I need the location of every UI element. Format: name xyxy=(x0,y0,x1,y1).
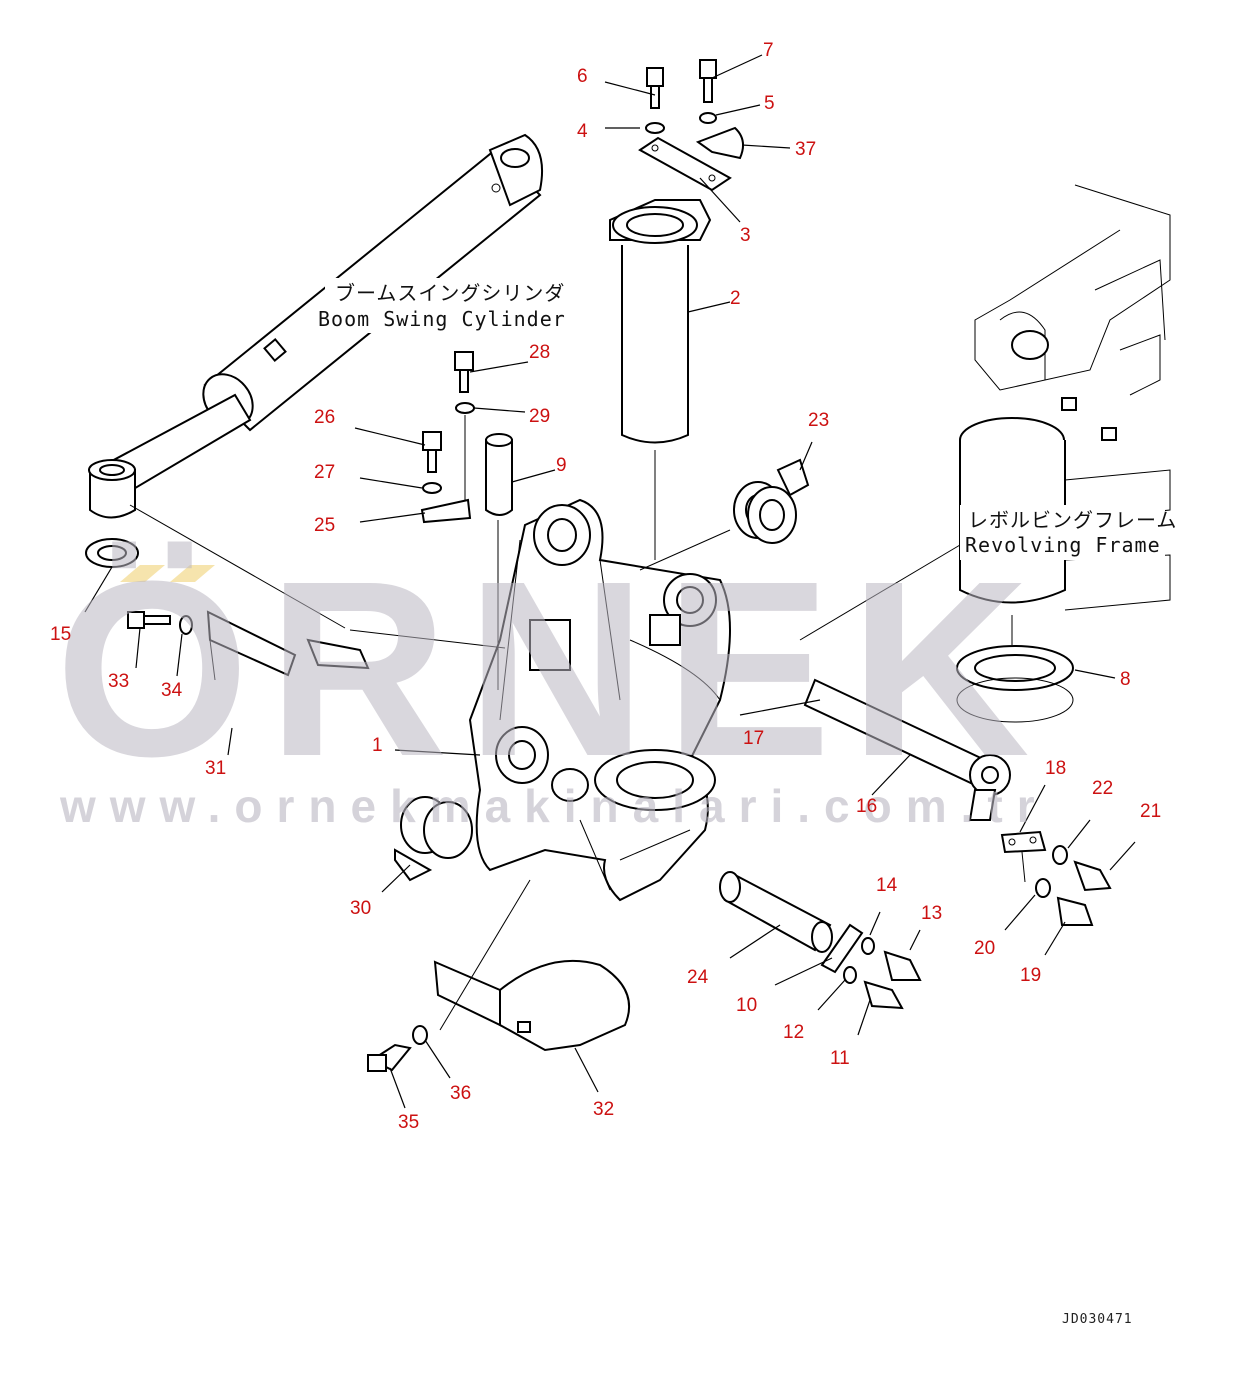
pin-part-24 xyxy=(719,871,922,1010)
callout-16[interactable]: 16 xyxy=(856,796,877,817)
callout-2[interactable]: 2 xyxy=(730,288,741,309)
callout-7[interactable]: 7 xyxy=(763,40,774,61)
callout-36[interactable]: 36 xyxy=(450,1083,471,1104)
callout-31[interactable]: 31 xyxy=(205,758,226,779)
watermark-brand: ÖRNEK xyxy=(55,529,1048,808)
callout-5[interactable]: 5 xyxy=(764,93,775,114)
callout-35[interactable]: 35 xyxy=(398,1112,419,1133)
leader-lines xyxy=(84,54,1136,1109)
side-hardware xyxy=(85,458,810,882)
revolving-frame-label-jp: レボルビングフレーム xyxy=(968,508,1177,532)
callout-22[interactable]: 22 xyxy=(1092,778,1113,799)
swing-bracket xyxy=(468,498,731,902)
callout-27[interactable]: 27 xyxy=(314,462,335,483)
callout-9[interactable]: 9 xyxy=(556,455,567,476)
callout-20[interactable]: 20 xyxy=(974,938,995,959)
mid-hardware xyxy=(420,351,513,524)
callout-6[interactable]: 6 xyxy=(577,66,588,87)
ring-part-8 xyxy=(956,645,1074,723)
callout-34[interactable]: 34 xyxy=(161,680,183,701)
watermark-url: www.ornekmakinalari.com.tr xyxy=(59,780,1049,832)
callout-23[interactable]: 23 xyxy=(808,410,829,431)
callout-17[interactable]: 17 xyxy=(743,728,764,749)
callout-25[interactable]: 25 xyxy=(314,515,335,536)
callout-19[interactable]: 19 xyxy=(1020,965,1041,986)
assembly-labels: ブームスイングシリンダ Boom Swing Cylinder レボルビングフレ… xyxy=(318,278,1177,560)
callout-37[interactable]: 37 xyxy=(795,139,816,160)
callout-14[interactable]: 14 xyxy=(876,875,898,896)
callout-4[interactable]: 4 xyxy=(577,121,588,142)
top-hardware xyxy=(638,59,745,192)
bushing-part-2 xyxy=(609,199,712,444)
callout-29[interactable]: 29 xyxy=(529,406,550,427)
revolving-frame-label-en: Revolving Frame xyxy=(965,533,1161,557)
callout-32[interactable]: 32 xyxy=(593,1099,614,1120)
callout-1[interactable]: 1 xyxy=(372,735,383,756)
watermark: ÖRNEK www.ornekmakinalari.com.tr xyxy=(55,529,1049,832)
drawing-code: JD030471 xyxy=(1062,1312,1133,1327)
callout-12[interactable]: 12 xyxy=(783,1022,804,1043)
right-hardware xyxy=(1000,830,1112,926)
callout-13[interactable]: 13 xyxy=(921,903,942,924)
boom-swing-label-jp: ブームスイングシリンダ xyxy=(335,281,565,305)
callout-28[interactable]: 28 xyxy=(529,342,550,363)
callout-11[interactable]: 11 xyxy=(830,1048,850,1069)
callout-26[interactable]: 26 xyxy=(314,407,335,428)
callout-18[interactable]: 18 xyxy=(1045,758,1066,779)
callout-8[interactable]: 8 xyxy=(1120,669,1131,690)
callout-21[interactable]: 21 xyxy=(1140,801,1161,822)
cover-part-32 xyxy=(367,959,630,1072)
callout-15[interactable]: 15 xyxy=(50,624,71,645)
callout-10[interactable]: 10 xyxy=(736,995,757,1016)
callout-3[interactable]: 3 xyxy=(740,225,751,246)
callout-numbers: 1 2 3 4 5 6 7 8 9 10 11 12 13 14 15 16 1… xyxy=(50,40,1161,1133)
callout-33[interactable]: 33 xyxy=(108,671,129,692)
boom-swing-label-en: Boom Swing Cylinder xyxy=(318,307,566,331)
callout-30[interactable]: 30 xyxy=(350,898,371,919)
callout-24[interactable]: 24 xyxy=(687,967,709,988)
pin-part-16 xyxy=(803,678,1011,821)
